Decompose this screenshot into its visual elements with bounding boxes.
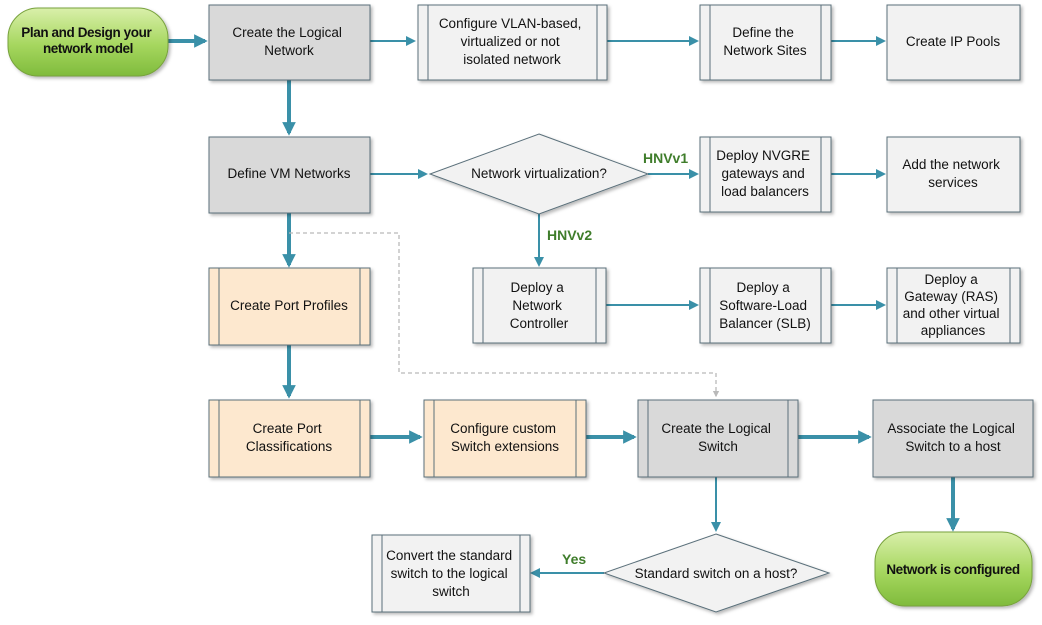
- edge-label-hnv2: HNVv2: [547, 227, 592, 243]
- node-start: Plan and Design your network model: [7, 7, 169, 77]
- node-define-sites: Define the Network Sites: [699, 4, 832, 81]
- node-convert-switch-line: Convert the standard: [386, 548, 512, 563]
- svg-text:Deploy a Software-Load: Deploy a Software-Load Balancer (SLB): [719, 280, 811, 331]
- svg-text:Create Port Profiles: Create Port Profiles: [230, 298, 348, 313]
- node-create-logical-network-line: Create the Logical: [232, 25, 342, 40]
- svg-text:Configure VLAN-based, vi: Configure VLAN-based, virtualized or not…: [439, 16, 585, 67]
- node-create-ip-pools: Create IP Pools: [886, 4, 1021, 81]
- svg-text:Create the Logical Netwo: Create the Logical Network: [232, 25, 345, 58]
- svg-text:Create Port Classificati: Create Port Classifications: [246, 421, 333, 454]
- node-start-line: Plan and Design your: [21, 25, 152, 40]
- svg-text:Define the Network Sites: Define the Network Sites: [723, 25, 807, 58]
- node-convert-switch: Convert the standard switch to the logic…: [371, 534, 531, 613]
- node-create-ip-pools-line: Create IP Pools: [906, 34, 1001, 49]
- node-create-logical-switch: Create the Logical Switch: [637, 399, 799, 478]
- node-deploy-controller: Deploy a Network Controller: [472, 267, 607, 344]
- node-create-port-classifications-line: Classifications: [246, 439, 333, 454]
- node-create-port-classifications: Create Port Classifications: [208, 399, 371, 478]
- node-configure-vlan: Configure VLAN-based, virtualized or not…: [417, 4, 608, 81]
- edge-label-hnv1: HNVv1: [643, 150, 688, 166]
- node-create-port-classifications-line: Create Port: [253, 421, 322, 436]
- node-associate-switch: Associate the Logical Switch to a host: [872, 399, 1034, 478]
- node-create-port-profiles-line: Create Port Profiles: [230, 298, 348, 313]
- node-define-vm-networks-line: Define VM Networks: [227, 166, 350, 181]
- svg-text:Create the Logical Switc: Create the Logical Switch: [661, 421, 774, 454]
- node-deploy-nvgre-line: Deploy NVGRE: [716, 148, 810, 163]
- svg-text:Network is configured: Network is configured: [886, 562, 1020, 577]
- node-deploy-controller-line: Deploy a: [510, 280, 564, 295]
- svg-text:Network virtualization?: Network virtualization?: [471, 166, 607, 181]
- node-decision-virtualization-line: Network virtualization?: [471, 166, 607, 181]
- node-deploy-slb-line: Balancer (SLB): [719, 316, 811, 331]
- node-configure-vlan-line: Configure VLAN-based,: [439, 16, 582, 31]
- svg-text:Create IP Pools: Create IP Pools: [906, 34, 1001, 49]
- svg-text:Deploy a Network C: Deploy a Network Controller: [510, 280, 569, 331]
- node-start-line: network model: [43, 41, 133, 56]
- node-deploy-slb: Deploy a Software-Load Balancer (SLB): [699, 267, 832, 344]
- node-define-sites-line: Network Sites: [723, 43, 807, 58]
- node-configure-extensions-line: Configure custom: [450, 421, 556, 436]
- node-configure-extensions-line: Switch extensions: [451, 439, 559, 454]
- node-deploy-gateway-line: Gateway (RAS): [904, 289, 998, 304]
- node-create-port-profiles: Create Port Profiles: [208, 267, 371, 346]
- node-create-logical-switch-line: Switch: [698, 439, 738, 454]
- node-create-logical-network-line: Network: [264, 43, 314, 58]
- node-deploy-controller-line: Controller: [510, 316, 569, 331]
- node-deploy-gateway-line: appliances: [921, 323, 986, 338]
- node-deploy-nvgre-line: load balancers: [721, 184, 809, 199]
- svg-text:Add the network services: Add the network services: [902, 157, 1003, 190]
- node-add-services-line: Add the network: [902, 157, 1000, 172]
- node-deploy-gateway-line: Deploy a: [924, 272, 978, 287]
- node-decision-standard-switch-line: Standard switch on a host?: [635, 566, 798, 581]
- node-decision-standard-switch: Standard switch on a host?: [602, 533, 831, 613]
- node-decision-virtualization: Network virtualization?: [428, 133, 650, 215]
- node-configure-vlan-line: isolated network: [463, 52, 561, 67]
- node-associate-switch-line: Associate the Logical: [887, 421, 1015, 436]
- node-deploy-controller-line: Network: [512, 298, 562, 313]
- node-define-sites-line: Define the: [732, 25, 794, 40]
- node-deploy-nvgre-line: gateways and: [721, 166, 804, 181]
- connectors: [168, 34, 960, 578]
- svg-text:Plan and Design your net: Plan and Design your network model: [21, 25, 154, 56]
- edge-label-yes: Yes: [562, 551, 586, 567]
- node-define-vm-networks: Define VM Networks: [208, 136, 371, 214]
- node-convert-switch-line: switch: [432, 584, 470, 599]
- node-deploy-gateway: Deploy a Gateway (RAS) and other virtual…: [886, 267, 1021, 344]
- edge-vm-networks-to-logical-switch-dashed: [289, 232, 720, 398]
- svg-text:Configure custom Switch: Configure custom Switch extensions: [450, 421, 560, 454]
- node-end-line: Network is configured: [886, 562, 1020, 577]
- node-deploy-slb-line: Deploy a: [736, 280, 790, 295]
- node-create-logical-network: Create the Logical Network: [208, 4, 371, 81]
- svg-text:Convert the standard swi: Convert the standard switch to the logic…: [386, 548, 516, 599]
- node-add-services-line: services: [928, 175, 978, 190]
- svg-text:Deploy NVGRE gateways an: Deploy NVGRE gateways and load balancers: [716, 148, 814, 199]
- svg-text:Associate the Logical Sw: Associate the Logical Switch to a host: [887, 421, 1018, 454]
- node-end: Network is configured: [874, 531, 1033, 607]
- node-deploy-slb-line: Software-Load: [719, 298, 807, 313]
- node-deploy-nvgre: Deploy NVGRE gateways and load balancers: [699, 136, 832, 213]
- node-configure-extensions: Configure custom Switch extensions: [423, 399, 587, 478]
- svg-text:Define VM Networks: Define VM Networks: [227, 166, 350, 181]
- svg-text:Deploy a Gateway (RAS): Deploy a Gateway (RAS) and other virtual…: [903, 272, 1004, 338]
- svg-text:Standard switch on a host?: Standard switch on a host?: [635, 566, 798, 581]
- node-deploy-gateway-line: and other virtual: [903, 306, 1000, 321]
- node-associate-switch-line: Switch to a host: [905, 439, 1001, 454]
- node-create-logical-switch-line: Create the Logical: [661, 421, 771, 436]
- node-configure-vlan-line: virtualized or not: [461, 34, 560, 49]
- node-add-services: Add the network services: [886, 136, 1021, 213]
- node-convert-switch-line: switch to the logical: [391, 566, 508, 581]
